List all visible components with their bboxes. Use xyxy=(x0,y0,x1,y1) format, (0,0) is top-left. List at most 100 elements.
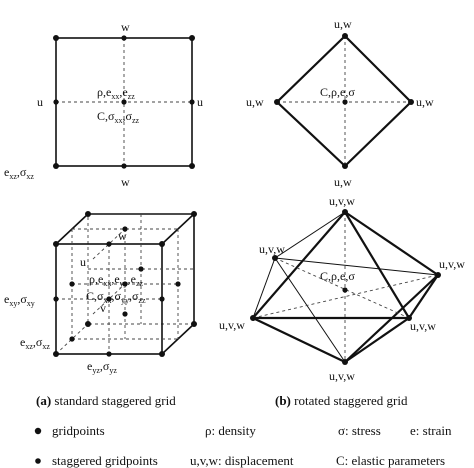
staggered-gridpoint xyxy=(121,35,127,41)
label-center: C,ρ,e,σ xyxy=(320,269,355,283)
label-u-left: u xyxy=(37,95,43,109)
staggered-gridpoint xyxy=(159,296,165,302)
legend-stress: σ: stress xyxy=(338,423,381,438)
staggered-gridpoint-marker xyxy=(35,458,41,464)
label-bottom-left: u,v,w xyxy=(219,318,245,332)
staggered-gridpoint xyxy=(121,163,127,169)
label-bottom-right: u,v,w xyxy=(410,319,436,333)
octahedron-edge xyxy=(408,274,439,319)
staggered-gridpoint xyxy=(189,99,195,105)
staggered-gridpoint xyxy=(121,99,127,105)
gridpoint xyxy=(159,351,165,357)
label-center-density-strain: ρ,exx,ezz xyxy=(97,85,135,101)
cube-grid-line xyxy=(92,228,126,260)
octahedron-edge xyxy=(344,211,439,276)
gridpoint xyxy=(342,163,348,169)
caption-a: (a) standard staggered grid xyxy=(36,393,176,408)
gridpoint xyxy=(435,272,441,278)
label-left: u,w xyxy=(246,95,264,109)
label-right: u,w xyxy=(416,95,434,109)
staggered-gridpoint xyxy=(342,287,348,293)
octahedron-edge xyxy=(252,211,346,319)
label-w-top: w xyxy=(121,20,130,34)
legend-strain: e: strain xyxy=(410,423,452,438)
octahedron-edge xyxy=(344,211,410,319)
gridpoint xyxy=(342,359,348,365)
legend-elastic-parameters: C: elastic parameters xyxy=(336,453,445,468)
staggered-gridpoint xyxy=(69,281,75,287)
gridpoint xyxy=(159,241,165,247)
gridpoint xyxy=(342,209,348,215)
gridpoint xyxy=(191,211,197,217)
gridpoint xyxy=(189,163,195,169)
octahedron-axis xyxy=(252,274,439,319)
cube-grid-line xyxy=(92,283,126,315)
label-w-bottom: w xyxy=(121,175,130,189)
octahedron-edge xyxy=(274,257,439,276)
legend-gridpoints: gridpoints xyxy=(52,423,105,438)
label-shear-yz: eyz,σyz xyxy=(87,359,117,375)
label-shear-xz: exz,σxz xyxy=(20,335,50,351)
label-center: C,ρ,e,σ xyxy=(320,85,355,99)
cube-depth-edge-hidden xyxy=(55,323,89,355)
legend-displacement: u,v,w: displacement xyxy=(190,453,294,468)
octahedron-edge xyxy=(274,257,346,363)
gridpoint xyxy=(85,211,91,217)
legend-density: ρ: density xyxy=(205,423,256,438)
label-u-right: u xyxy=(197,95,203,109)
octahedron-edge xyxy=(252,317,346,363)
label-center-elastic-stress: C,σxx,σzz xyxy=(97,109,140,125)
gridpoint-marker xyxy=(34,427,42,435)
label-top: u,w xyxy=(334,17,352,31)
staggered-gridpoint xyxy=(342,99,348,105)
standard-grid-2d: w w u u ρ,exx,ezz C,σxx,σzz exz,σxz xyxy=(4,20,203,189)
octahedron-edge xyxy=(274,211,346,259)
label-bottom: u,w xyxy=(334,175,352,189)
staggered-gridpoint xyxy=(53,296,59,302)
label-shear-xy: exy,σxy xyxy=(4,292,35,308)
gridpoint xyxy=(342,33,348,39)
standard-grid-3d: w u v ρ,exx,eyy,ezz C,σxx,σyy,σzz exy,σx… xyxy=(4,211,197,375)
octahedron-edge xyxy=(252,257,276,319)
octahedron-edge xyxy=(344,317,410,363)
staggered-gridpoint xyxy=(106,241,112,247)
rotated-grid-2d: u,w u,w u,w u,w C,ρ,e,σ xyxy=(246,17,434,189)
staggered-gridpoint xyxy=(122,226,128,232)
gridpoint xyxy=(191,321,197,327)
staggered-gridpoint xyxy=(69,336,75,342)
gridpoint xyxy=(53,351,59,357)
gridpoint xyxy=(250,315,256,321)
staggered-gridpoint xyxy=(53,99,59,105)
staggered-gridpoint xyxy=(106,296,112,302)
label-left: u,v,w xyxy=(259,242,285,256)
staggered-gridpoint xyxy=(122,281,128,287)
gridpoint xyxy=(53,35,59,41)
label-bottom: u,v,w xyxy=(329,369,355,383)
staggered-gridpoint xyxy=(175,281,181,287)
label-v: v xyxy=(100,301,106,315)
staggered-gridpoint xyxy=(138,266,144,272)
label-corner-shear: exz,σxz xyxy=(4,165,34,181)
gridpoint xyxy=(272,255,278,261)
gridpoint xyxy=(85,321,91,327)
rotated-grid-3d: u,v,w u,v,w u,v,w u,v,w u,v,w u,v,w C,ρ,… xyxy=(219,194,465,383)
label-top: u,v,w xyxy=(329,194,355,208)
staggered-gridpoint xyxy=(122,311,128,317)
caption-b: (b) rotated staggered grid xyxy=(275,393,408,408)
gridpoint xyxy=(408,99,414,105)
gridpoint xyxy=(53,163,59,169)
gridpoint xyxy=(53,241,59,247)
staggered-gridpoint xyxy=(106,351,112,357)
label-right: u,v,w xyxy=(439,257,465,271)
octahedron-axis xyxy=(274,257,410,319)
label-w: w xyxy=(118,229,127,243)
label-center-elastic-stress: C,σxx,σyy,σzz xyxy=(86,289,146,305)
legend-staggered-gridpoints: staggered gridpoints xyxy=(52,453,158,468)
gridpoint xyxy=(406,315,412,321)
legend: gridpoints ρ: density σ: stress e: strai… xyxy=(34,423,452,468)
gridpoint xyxy=(274,99,280,105)
gridpoint xyxy=(189,35,195,41)
label-center-density-strain: ρ,exx,eyy,ezz xyxy=(89,272,144,288)
label-u: u xyxy=(80,255,86,269)
